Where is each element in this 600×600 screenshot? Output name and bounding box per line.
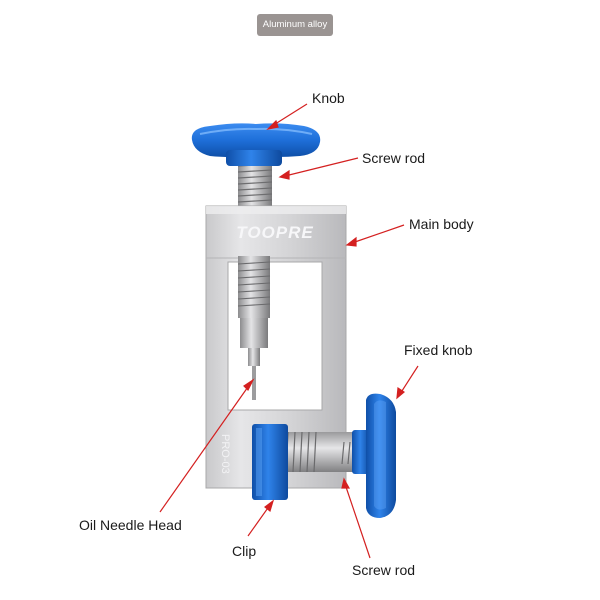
fixed-knob	[352, 393, 396, 518]
top-knob	[191, 123, 321, 166]
arrow-screw-rod-bottom	[344, 483, 371, 559]
inner-screw	[237, 256, 271, 400]
label-screw-rod-top: Screw rod	[362, 150, 426, 166]
main-body: TOOPRE PRO-03	[205, 205, 347, 489]
label-screw-rod-bottom: Screw rod	[352, 562, 416, 578]
top-screw-rod	[237, 160, 273, 206]
arrow-knob	[271, 103, 308, 127]
arrow-clip	[247, 504, 271, 537]
brand-engraving: TOOPRE	[236, 223, 313, 242]
blue-clip	[252, 424, 288, 500]
model-engraving: PRO-03	[219, 434, 231, 474]
label-knob: Knob	[312, 90, 345, 106]
label-main-body: Main body	[409, 216, 474, 232]
label-clip: Clip	[232, 543, 257, 559]
label-oil-needle-head: Oil Needle Head	[79, 517, 182, 533]
arrow-oil-needle-head	[159, 383, 251, 513]
arrow-main-body	[351, 224, 405, 244]
arrow-screw-rod-top	[284, 157, 359, 177]
arrow-fixed-knob	[399, 365, 419, 395]
lower-screw-rod	[282, 431, 364, 473]
label-fixed-knob: Fixed knob	[404, 342, 473, 358]
leader-arrows	[159, 103, 419, 559]
material-badge: Aluminum alloy	[257, 14, 333, 36]
